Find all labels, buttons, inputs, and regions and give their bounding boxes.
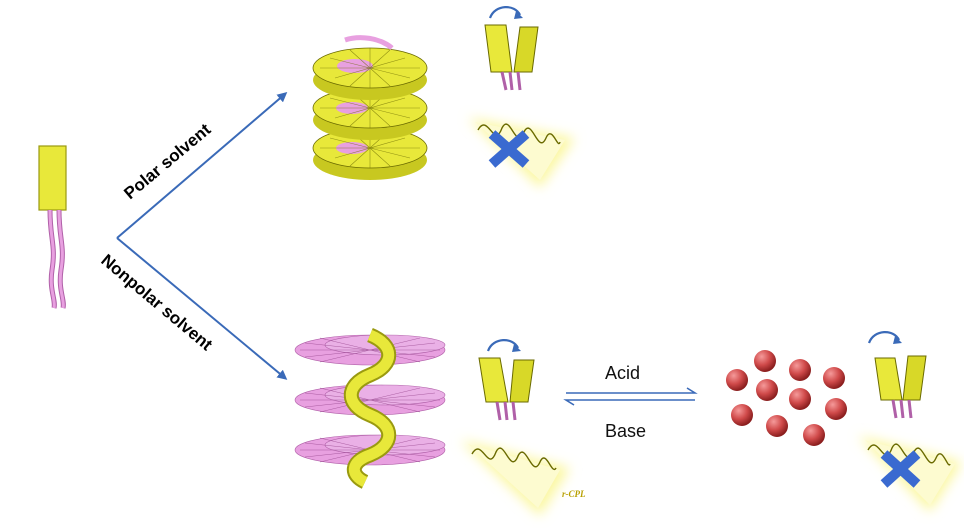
right-dimer (867, 331, 927, 419)
polar-helix (312, 35, 428, 180)
nonpolar-helix (294, 328, 446, 489)
acid-label: Acid (605, 363, 640, 383)
blue-cross-icon (488, 130, 530, 168)
blue-cross-icon (880, 450, 921, 488)
middle-cpl-signal (460, 440, 570, 516)
upper-dimer (484, 6, 539, 91)
middle-dimer (478, 339, 535, 421)
r-cpl-label: r-CPL (562, 489, 586, 499)
rotation-arrow-icon (488, 6, 522, 19)
rotation-arrow-icon (867, 331, 901, 344)
polar-solvent-label: Polar solvent (120, 120, 214, 203)
upper-cpl-signal (468, 118, 575, 188)
nonpolar-solvent-label: Nonpolar solvent (97, 251, 216, 355)
rotation-arrow-icon (486, 339, 520, 352)
right-cpl-signal (858, 436, 962, 512)
monomer (38, 145, 67, 309)
base-label: Base (605, 421, 646, 441)
polar-arrow (116, 92, 288, 239)
nonpolar-arrow (116, 237, 288, 380)
dispersed-particles (726, 350, 847, 446)
equilibrium-arrows (563, 387, 698, 406)
